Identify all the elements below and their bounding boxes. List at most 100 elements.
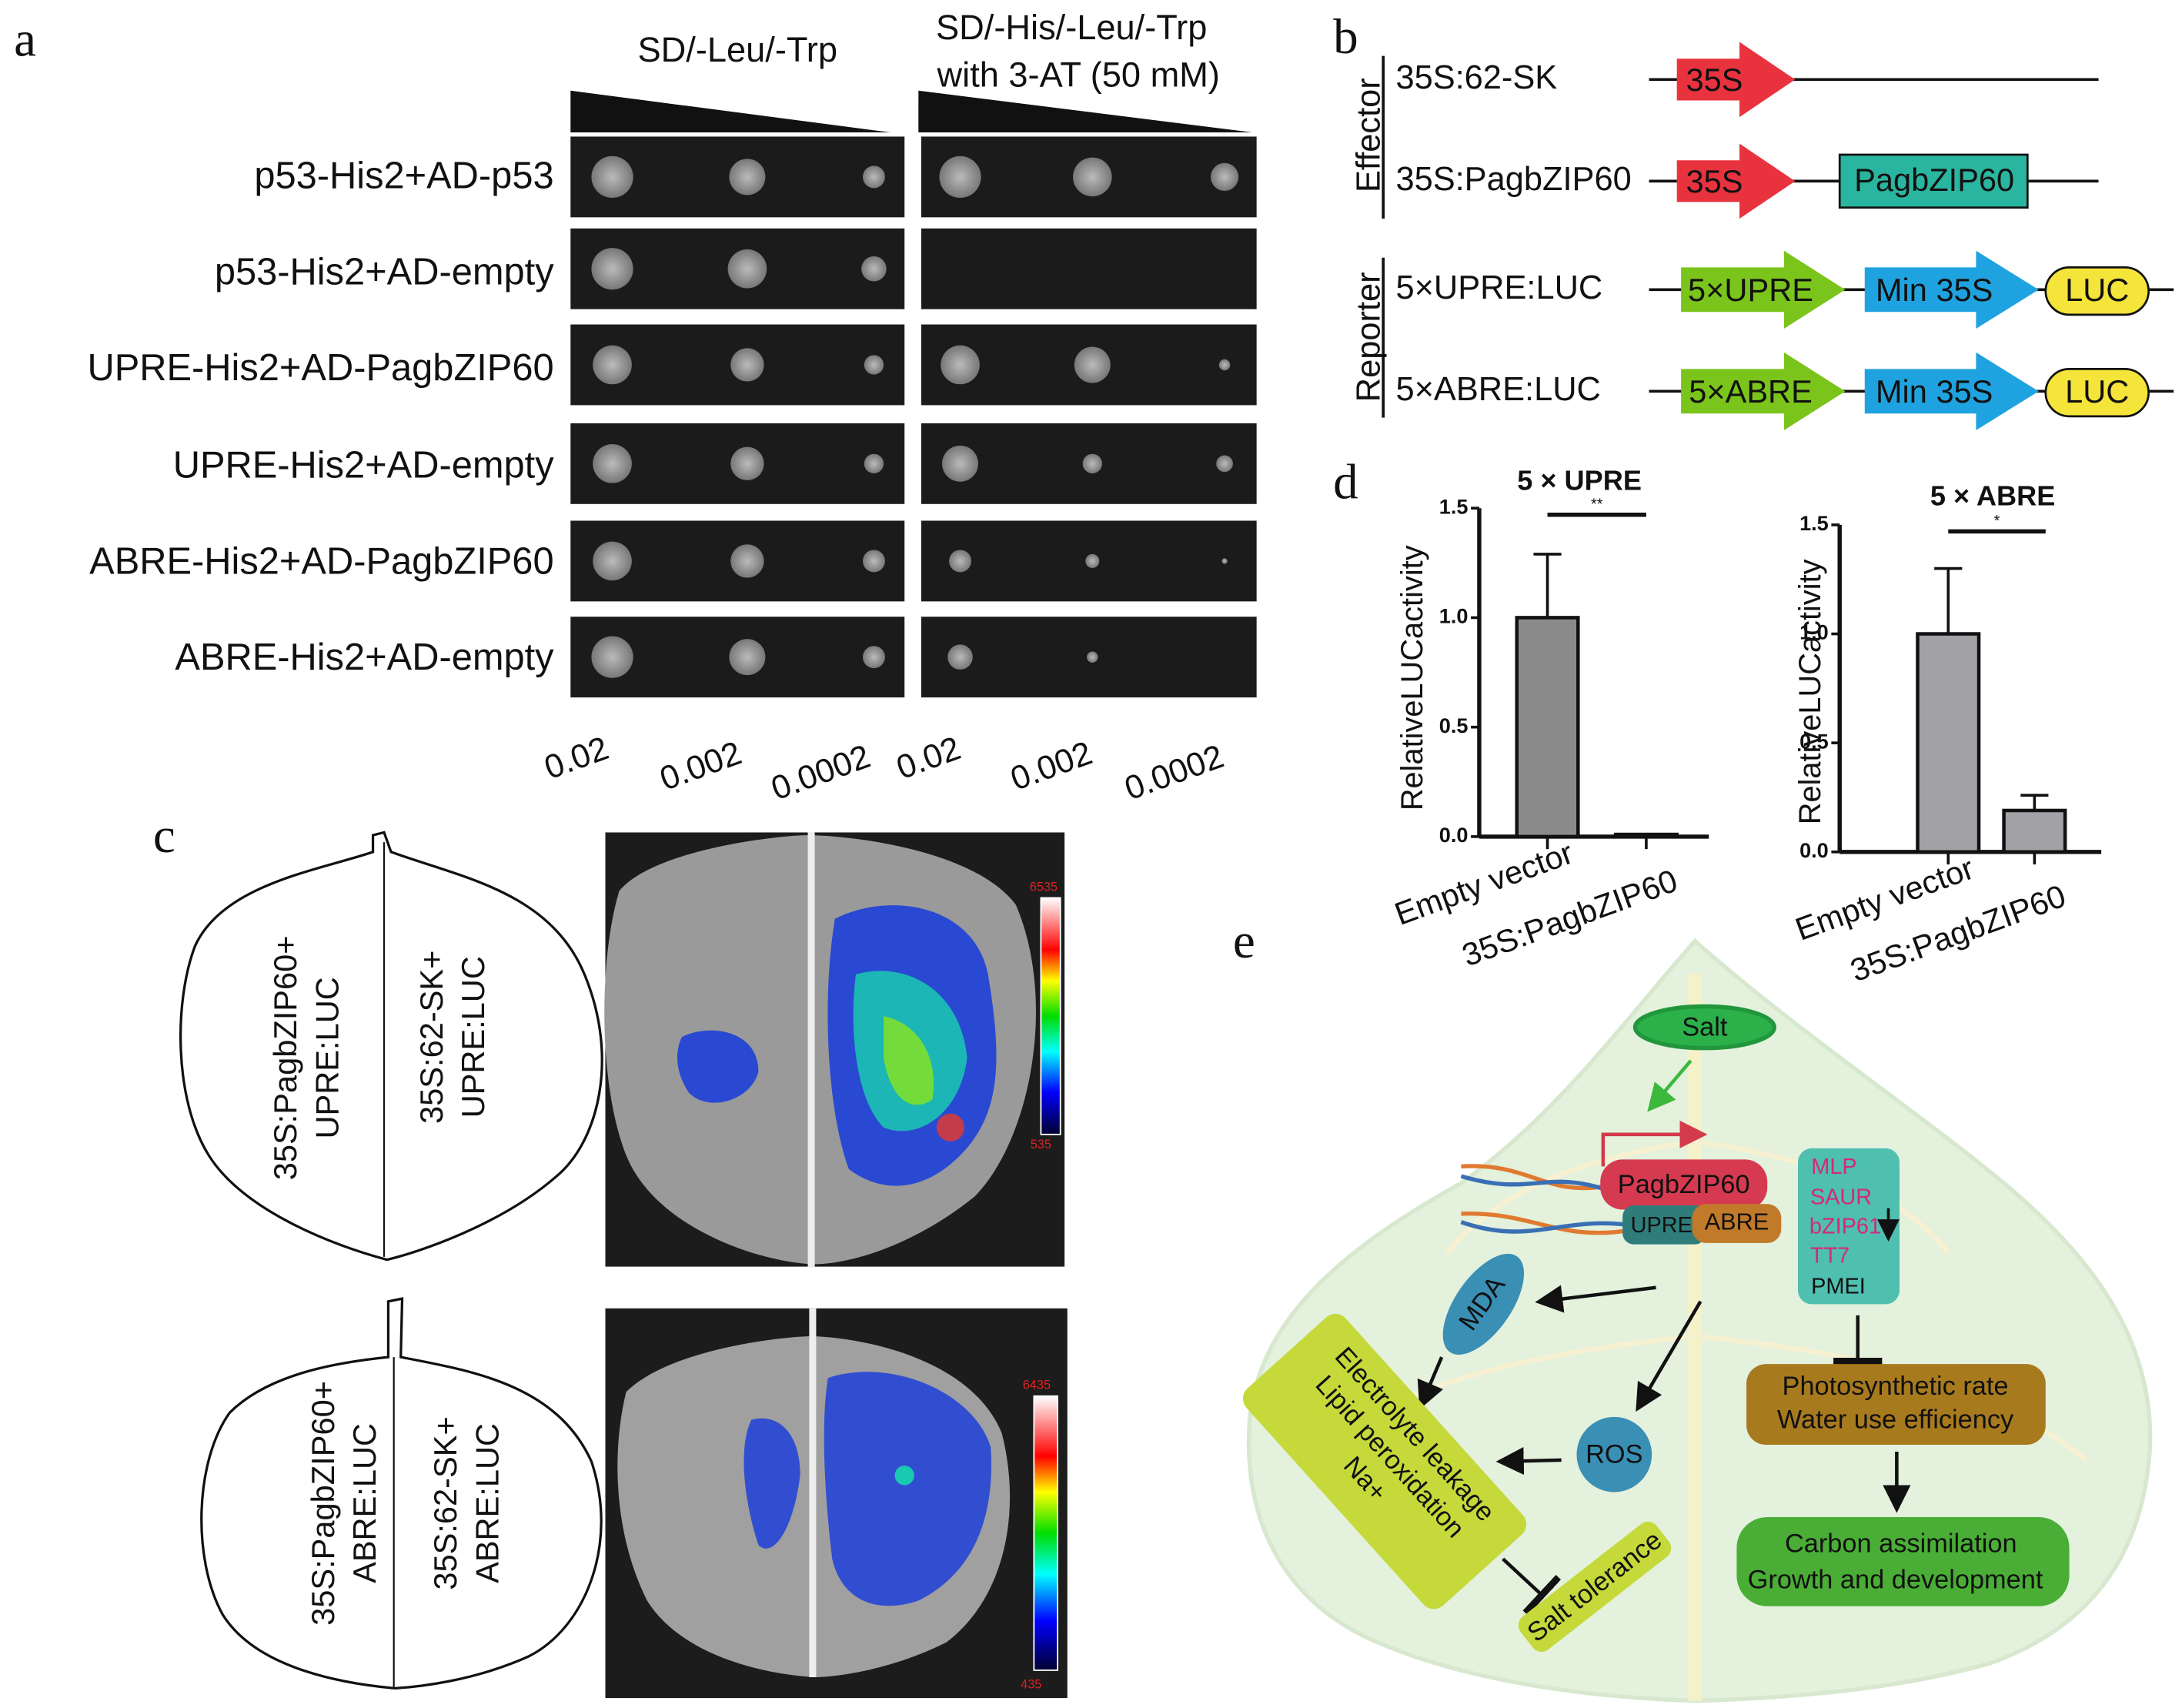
yeast-colony xyxy=(862,646,885,669)
luc-box xyxy=(2044,266,2150,316)
row-label: ABRE-His2+AD-PagbZIP60 xyxy=(89,540,553,582)
panel-label-e: e xyxy=(1233,914,1255,969)
yeast-colony xyxy=(939,155,981,199)
gene-label: PagbZIP60 xyxy=(1854,162,2014,198)
yeast-colony xyxy=(864,453,884,474)
color-scale-bar xyxy=(1040,897,1061,1135)
dilution-label: 0.002 xyxy=(655,734,746,797)
bar xyxy=(2002,808,2067,854)
significance-label: * xyxy=(1994,513,2000,530)
y-tick-label: 0.5 xyxy=(1439,714,1469,737)
yeast-colony xyxy=(949,550,972,573)
leaf-left-text: UPRE:LUC xyxy=(309,977,345,1138)
row-label: p53-His2+AD-empty xyxy=(215,251,554,292)
yeast-colony xyxy=(941,345,980,385)
y-tick-label: 1.5 xyxy=(1799,511,1829,535)
element-label: 5×ABRE xyxy=(1689,373,1813,409)
y-axis-label: RelativeLUCactivity xyxy=(1793,559,1827,824)
salt-label: Salt xyxy=(1682,1012,1728,1041)
gene-label: SAUR xyxy=(1810,1185,1872,1210)
gene-label: MLP xyxy=(1811,1155,1856,1179)
yeast-colony xyxy=(947,644,973,670)
yeast-spot-plate xyxy=(921,228,1257,309)
abre-label: ABRE xyxy=(1705,1208,1769,1235)
yeast-colony xyxy=(1210,162,1239,191)
dilution-label: 0.0002 xyxy=(1120,738,1228,807)
construct-35s-pagbzip60: 35S:PagbZIP60 35S PagbZIP60 xyxy=(1395,143,2099,219)
yeast-colony xyxy=(1074,346,1111,383)
gene-box xyxy=(1838,153,2029,209)
upre-element-arrow xyxy=(1681,250,1846,329)
y-axis-label: RelativeLUCactivity xyxy=(1395,545,1429,811)
dilution-wedge-left xyxy=(570,90,891,133)
leaf-right-text: UPRE:LUC xyxy=(455,956,491,1118)
model-diagram: Salt PagbZIP60 UPRE ABRE MLP SAUR bZIP61… xyxy=(1242,938,2153,1703)
damage-box: Electrolyte leakage Lipid peroxidation N… xyxy=(1242,1314,1527,1609)
leaf-left-text: ABRE:LUC xyxy=(346,1423,383,1583)
leaf-left-text: 35S:PagbZIP60+ xyxy=(267,935,303,1180)
chart-title: 5 × UPRE xyxy=(1517,465,1642,496)
yeast-colony xyxy=(1082,453,1102,474)
chart-title: 5 × ABRE xyxy=(1930,480,2055,512)
gene-label: PMEI xyxy=(1811,1274,1866,1299)
construct-name: 5×UPRE:LUC xyxy=(1395,269,1602,306)
yeast-colony xyxy=(593,444,632,483)
y-tick-label: 1.0 xyxy=(1799,620,1829,644)
bar xyxy=(1916,632,1981,854)
pagbzip60-label: PagbZIP60 xyxy=(1618,1170,1750,1199)
growth-label: Growth and development xyxy=(1748,1565,2043,1594)
scale-max-label: 6435 xyxy=(1023,1379,1051,1392)
abre-element-arrow xyxy=(1681,352,1846,430)
row-label: UPRE-His2+AD-empty xyxy=(173,445,554,486)
bar xyxy=(1515,616,1580,839)
construct-5x-abre-luc: 5×ABRE:LUC 5×ABRE Min 35S LUC xyxy=(1395,352,2174,430)
leaf-left-text: 35S:PagbZIP60+ xyxy=(305,1381,341,1626)
y-tick-label: 0.0 xyxy=(1439,823,1469,847)
yeast-colony xyxy=(942,445,979,482)
mda-node xyxy=(1442,1253,1525,1355)
scale-max-label: 6535 xyxy=(1030,880,1058,894)
dilution-label: 0.02 xyxy=(540,730,613,787)
yeast-colony xyxy=(1221,558,1228,564)
medium-label-sd-his-leu-trp: SD/-His/-Leu/-Trp xyxy=(936,8,1207,47)
construct-35s-62sk: 35S:62-SK 35S xyxy=(1395,42,2099,118)
yeast-colony xyxy=(729,159,766,196)
medium-label-3at: with 3-AT (50 mM) xyxy=(937,55,1220,94)
luminescence-image-abre: 6435 435 xyxy=(605,1308,1068,1699)
target-genes-box xyxy=(1797,1148,1900,1305)
photosynthesis-label: Photosynthetic rate xyxy=(1783,1372,2009,1401)
leaf-diagram-upre: 35S:PagbZIP60+ UPRE:LUC 35S:62-SK+ UPRE:… xyxy=(179,831,603,1262)
min35s-arrow xyxy=(1864,352,2039,430)
luc-box xyxy=(2044,368,2150,418)
gene-label: TT7 xyxy=(1810,1244,1850,1268)
yeast-plates xyxy=(570,136,1257,698)
yeast-colony xyxy=(864,355,884,375)
promoter-label: 35S xyxy=(1686,163,1743,199)
color-scale-bar xyxy=(1033,1395,1059,1671)
row-label: p53-His2+AD-p53 xyxy=(254,155,553,197)
yeast-colony xyxy=(591,248,633,290)
leaf-right-text: 35S:62-SK+ xyxy=(413,951,449,1124)
dilution-label: 0.02 xyxy=(892,730,966,787)
luminescence-image-upre: 6535 535 xyxy=(604,832,1065,1267)
yeast-colony xyxy=(730,446,764,481)
photosynthesis-box xyxy=(1746,1364,2046,1446)
y-tick-label: 1.0 xyxy=(1439,604,1469,628)
yeast-colony xyxy=(729,639,766,676)
yeast-colony xyxy=(591,155,633,199)
yeast-colony xyxy=(593,541,632,581)
leaf-right-text: ABRE:LUC xyxy=(469,1423,505,1583)
chart-upre: 5 × UPRE RelativeLUCactivity 0.00.51.01.… xyxy=(1390,465,1709,973)
min35s-label: Min 35S xyxy=(1876,373,1993,409)
effector-label: Effector xyxy=(1350,78,1387,192)
leaf-diagram-abre: 35S:PagbZIP60+ ABRE:LUC 35S:62-SK+ ABRE:… xyxy=(200,1297,603,1690)
yeast-colony xyxy=(1218,359,1231,371)
row-label: ABRE-His2+AD-empty xyxy=(175,637,554,678)
panel-label-a: a xyxy=(14,12,36,68)
photosynthesis-label: Water use efficiency xyxy=(1777,1405,2014,1434)
yeast-colony xyxy=(727,249,767,289)
gene-label: bZIP61 xyxy=(1809,1215,1881,1239)
yeast-colony xyxy=(593,345,632,385)
yeast-colony xyxy=(1085,553,1100,568)
chart-abre: 5 × ABRE RelativeLUCactivity 0.00.51.01.… xyxy=(1790,480,2102,988)
